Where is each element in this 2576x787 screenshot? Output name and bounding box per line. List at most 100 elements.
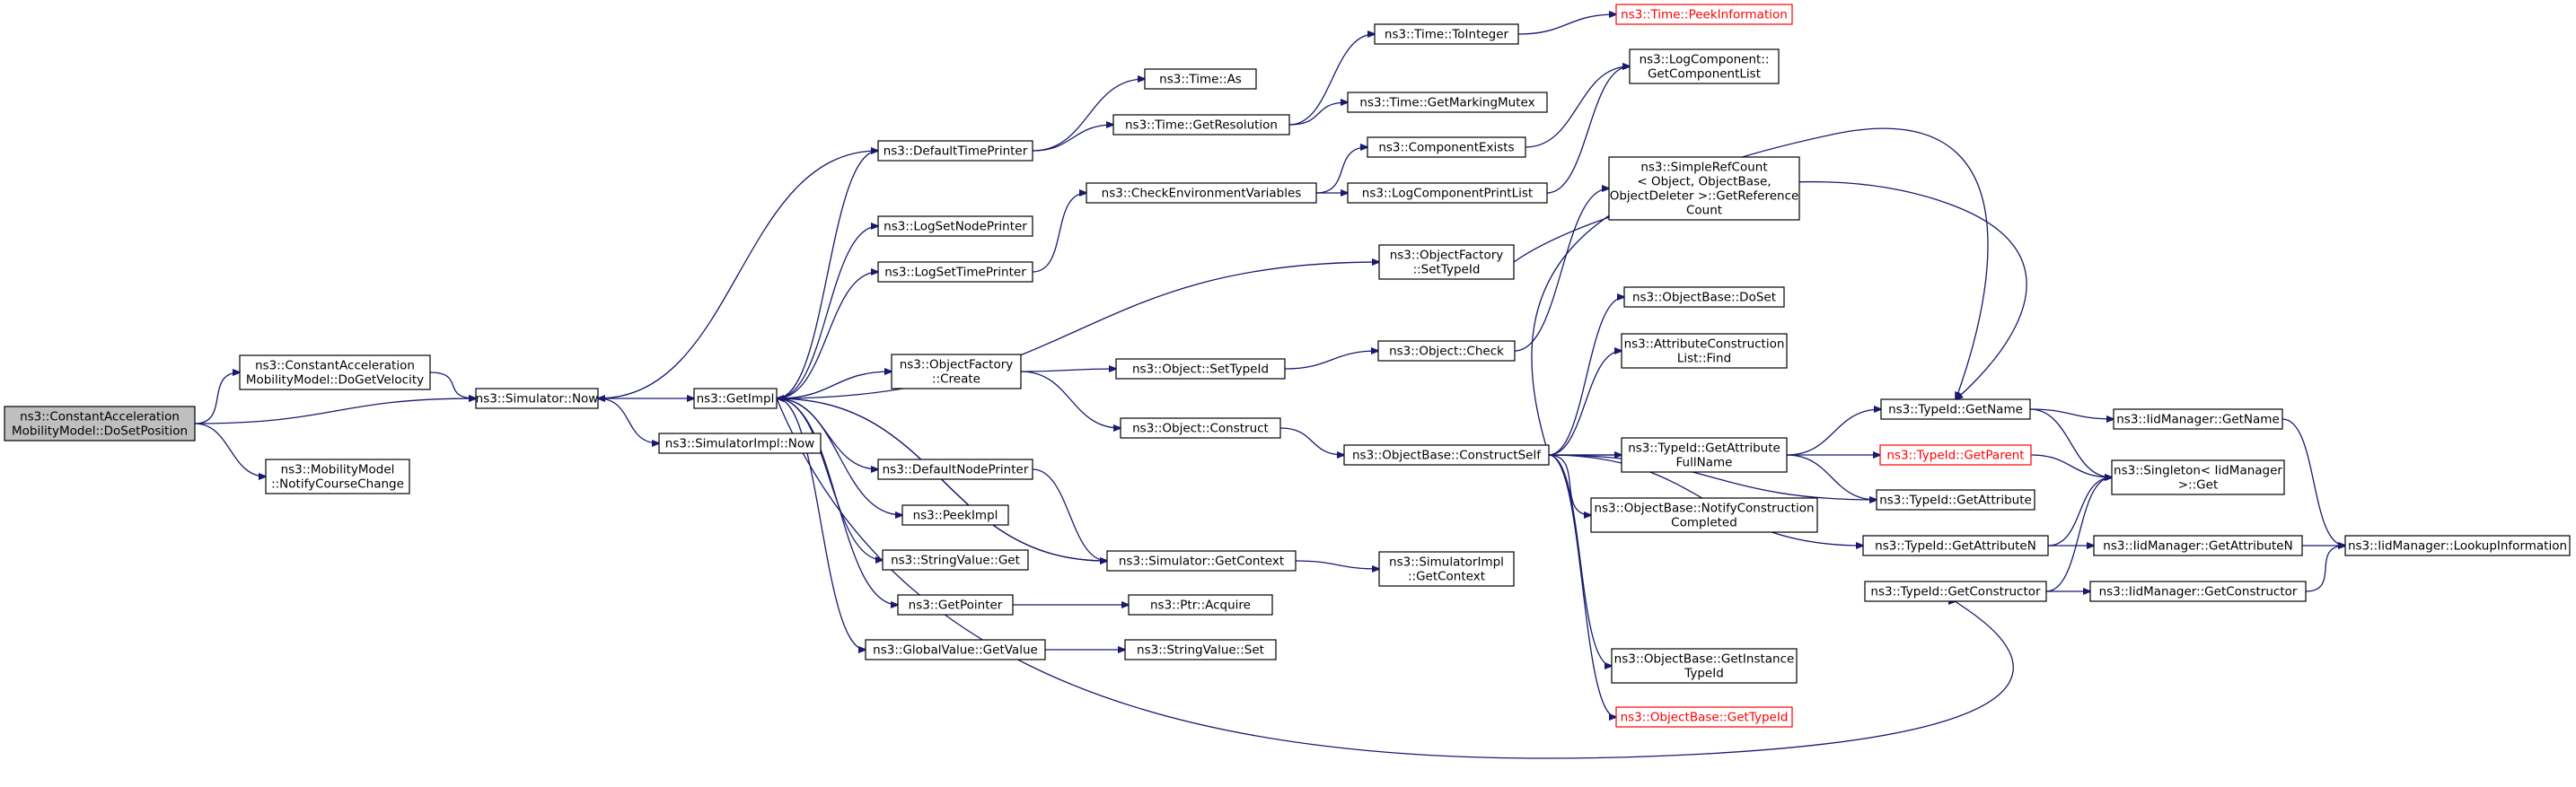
node-typeid-getname[interactable]: ns3::TypeId::GetName <box>1880 398 2031 420</box>
node-object-check-box <box>1377 340 1516 362</box>
node-objectbase-doset-box <box>1623 286 1785 308</box>
node-checkenvironmentvariables[interactable]: ns3::CheckEnvironmentVariables <box>1086 182 1317 204</box>
node-typeid-getconstructor-box <box>1864 581 2047 602</box>
node-simplerefcount-getreferencecount[interactable]: ns3::SimpleRefCount< Object, ObjectBase,… <box>1608 156 1800 221</box>
node-typeid-getattributen-label-line: ns3::TypeId::GetAttributeN <box>1875 539 2036 554</box>
node-time-getmarkingmutex[interactable]: ns3::Time::GetMarkingMutex <box>1347 92 1548 113</box>
edge-objectbase-constructself-to-objectbase-doset <box>1548 297 1624 456</box>
node-object-settypeid[interactable]: ns3::Object::SetTypeId <box>1115 358 1286 380</box>
edge-object-construct-to-objectbase-constructself <box>1279 427 1344 455</box>
node-defaultnodeprinter[interactable]: ns3::DefaultNodePrinter <box>877 459 1033 480</box>
node-simplerefcount-getreferencecount-label-line: Count <box>1686 204 1722 218</box>
node-logcomponentprintlist[interactable]: ns3::LogComponentPrintList <box>1347 182 1548 204</box>
node-getimpl[interactable]: ns3::GetImpl <box>693 388 778 409</box>
node-objectbase-doset[interactable]: ns3::ObjectBase::DoSet <box>1623 286 1785 308</box>
node-constantaccelerationmobilitymodel-dosetposition-box <box>4 406 196 442</box>
edge-time-getresolution-to-time-tointeger <box>1288 34 1375 126</box>
node-logcomponent-getcomponentlist[interactable]: ns3::LogComponent::GetComponentList <box>1629 48 1780 84</box>
node-iidmanager-getname[interactable]: ns3::IidManager::GetName <box>2113 408 2283 430</box>
node-logsetnodeprinter-box <box>877 215 1033 237</box>
node-typeid-getname-label-line: ns3::TypeId::GetName <box>1888 403 2023 417</box>
node-defaulttimeprinter[interactable]: ns3::DefaultTimePrinter <box>877 140 1033 162</box>
node-object-construct[interactable]: ns3::Object::Construct <box>1120 417 1281 439</box>
node-iidmanager-lookupinformation-box <box>2344 535 2571 556</box>
node-time-getresolution[interactable]: ns3::Time::GetResolution <box>1112 114 1290 136</box>
node-iidmanager-getattributen[interactable]: ns3::IidManager::GetAttributeN <box>2093 535 2303 556</box>
node-singleton-iidmanager-get[interactable]: ns3::Singleton< IidManager>::Get <box>2111 459 2285 495</box>
node-ptr-acquire[interactable]: ns3::Ptr::Acquire <box>1128 594 1273 616</box>
node-ptr-acquire-label-line: ns3::Ptr::Acquire <box>1150 599 1251 613</box>
node-iidmanager-getname-label-line: ns3::IidManager::GetName <box>2116 413 2280 427</box>
node-objectbase-constructself[interactable]: ns3::ObjectBase::ConstructSelf <box>1343 444 1550 466</box>
node-time-peekinformation-box <box>1615 4 1793 25</box>
node-object-check[interactable]: ns3::Object::Check <box>1377 340 1516 362</box>
node-simulatorimpl-getcontext[interactable]: ns3::SimulatorImpl::GetContext <box>1378 551 1515 587</box>
node-typeid-getattributen[interactable]: ns3::TypeId::GetAttributeN <box>1862 535 2049 556</box>
node-typeid-getparent[interactable]: ns3::TypeId::GetParent <box>1879 444 2032 466</box>
node-stringvalue-get[interactable]: ns3::StringValue::Get <box>882 549 1029 571</box>
node-logsettimeprinter[interactable]: ns3::LogSetTimePrinter <box>877 261 1033 283</box>
node-time-peekinformation-label-line: ns3::Time::PeekInformation <box>1621 8 1788 22</box>
node-constantaccelerationmobilitymodel-dosetposition[interactable]: ns3::ConstantAccelerationMobilityModel::… <box>4 406 196 442</box>
node-attributeconstructionlist-find-box <box>1621 333 1788 369</box>
node-iidmanager-getconstructor[interactable]: ns3::IidManager::GetConstructor <box>2089 581 2307 602</box>
node-simulatorimpl-now[interactable]: ns3::SimulatorImpl::Now <box>658 433 822 454</box>
node-checkenvironmentvariables-box <box>1086 182 1317 204</box>
node-logsetnodeprinter[interactable]: ns3::LogSetNodePrinter <box>877 215 1033 237</box>
node-simulator-now[interactable]: ns3::Simulator::Now <box>475 388 599 409</box>
edge-object-settypeid-to-object-check <box>1284 351 1378 370</box>
node-globalvalue-getvalue[interactable]: ns3::GlobalValue::GetValue <box>865 639 1046 660</box>
node-objectbase-notifyconstructioncompleted[interactable]: ns3::ObjectBase::NotifyConstructionCompl… <box>1590 497 1818 533</box>
node-iidmanager-getattributen-box <box>2093 535 2303 556</box>
node-constantaccelerationmobilitymodel-dogetvelocity-label-line: ns3::ConstantAcceleration <box>255 359 415 373</box>
node-mobilitymodel-notifycoursechange[interactable]: ns3::MobilityModel::NotifyCourseChange <box>265 459 410 494</box>
node-objectbase-gettypeid[interactable]: ns3::ObjectBase::GetTypeId <box>1615 706 1793 728</box>
node-getpointer-label-line: ns3::GetPointer <box>909 599 1003 613</box>
node-typeid-getattribute[interactable]: ns3::TypeId::GetAttribute <box>1876 489 2035 511</box>
node-iidmanager-lookupinformation[interactable]: ns3::IidManager::LookupInformation <box>2344 535 2571 556</box>
node-object-settypeid-label-line: ns3::Object::SetTypeId <box>1132 363 1269 377</box>
node-simulator-getcontext[interactable]: ns3::Simulator::GetContext <box>1106 550 1297 572</box>
node-getpointer[interactable]: ns3::GetPointer <box>897 594 1014 616</box>
node-componentexists-box <box>1367 136 1526 158</box>
node-objectfactory-settypeid-label-line: ns3::ObjectFactory <box>1390 249 1504 263</box>
node-typeid-getattributen-box <box>1862 535 2049 556</box>
node-iidmanager-getconstructor-box <box>2089 581 2307 602</box>
node-time-tointeger[interactable]: ns3::Time::ToInteger <box>1374 23 1519 45</box>
node-objectfactory-create-label-line: ns3::ObjectFactory <box>900 358 1014 372</box>
node-componentexists[interactable]: ns3::ComponentExists <box>1367 136 1526 158</box>
node-typeid-getname-box <box>1880 398 2031 420</box>
edge-componentexists-to-logcomponent-getcomponentlist <box>1525 66 1630 148</box>
node-objectfactory-create[interactable]: ns3::ObjectFactory::Create <box>891 354 1022 389</box>
edge-getimpl-to-getpointer <box>776 398 898 605</box>
node-simulatorimpl-getcontext-label-line: ns3::SimulatorImpl <box>1389 555 1504 570</box>
edge-checkenvironmentvariables-to-componentexists <box>1315 147 1367 194</box>
node-objectbase-constructself-label-line: ns3::ObjectBase::ConstructSelf <box>1352 449 1542 463</box>
edge-time-getresolution-to-time-getmarkingmutex <box>1288 102 1348 126</box>
node-objectbase-getinstancetypeid-label-line: TypeId <box>1684 667 1724 681</box>
node-constantaccelerationmobilitymodel-dogetvelocity[interactable]: ns3::ConstantAccelerationMobilityModel::… <box>239 354 431 390</box>
node-singleton-iidmanager-get-label-line: ns3::Singleton< IidManager <box>2114 464 2282 478</box>
node-typeid-getconstructor-label-line: ns3::TypeId::GetConstructor <box>1870 585 2041 599</box>
edge-typeid-getconstructor-to-singleton-iidmanager-get <box>2045 477 2112 592</box>
node-typeid-getconstructor[interactable]: ns3::TypeId::GetConstructor <box>1864 581 2047 602</box>
node-time-as[interactable]: ns3::Time::As <box>1144 68 1257 90</box>
node-simplerefcount-getreferencecount-box <box>1608 156 1800 221</box>
node-peekimpl[interactable]: ns3::PeekImpl <box>901 504 1009 526</box>
node-time-peekinformation[interactable]: ns3::Time::PeekInformation <box>1615 4 1793 25</box>
node-stringvalue-set-box <box>1124 639 1277 660</box>
node-stringvalue-set[interactable]: ns3::StringValue::Set <box>1124 639 1277 660</box>
node-objectbase-gettypeid-box <box>1615 706 1793 728</box>
node-getimpl-label-line: ns3::GetImpl <box>697 392 775 407</box>
node-attributeconstructionlist-find-label-line: ns3::AttributeConstruction <box>1624 337 1785 352</box>
edge-typeid-getattributen-to-singleton-iidmanager-get <box>2047 477 2112 547</box>
node-singleton-iidmanager-get-label-line: >::Get <box>2178 478 2218 493</box>
node-objectbase-notifyconstructioncompleted-box <box>1590 497 1818 533</box>
node-objectfactory-settypeid[interactable]: ns3::ObjectFactory::SetTypeId <box>1378 244 1515 280</box>
node-simulator-now-label-line: ns3::Simulator::Now <box>476 392 599 407</box>
node-logcomponent-getcomponentlist-label-line: ns3::LogComponent:: <box>1640 53 1770 67</box>
node-time-getmarkingmutex-box <box>1347 92 1548 113</box>
